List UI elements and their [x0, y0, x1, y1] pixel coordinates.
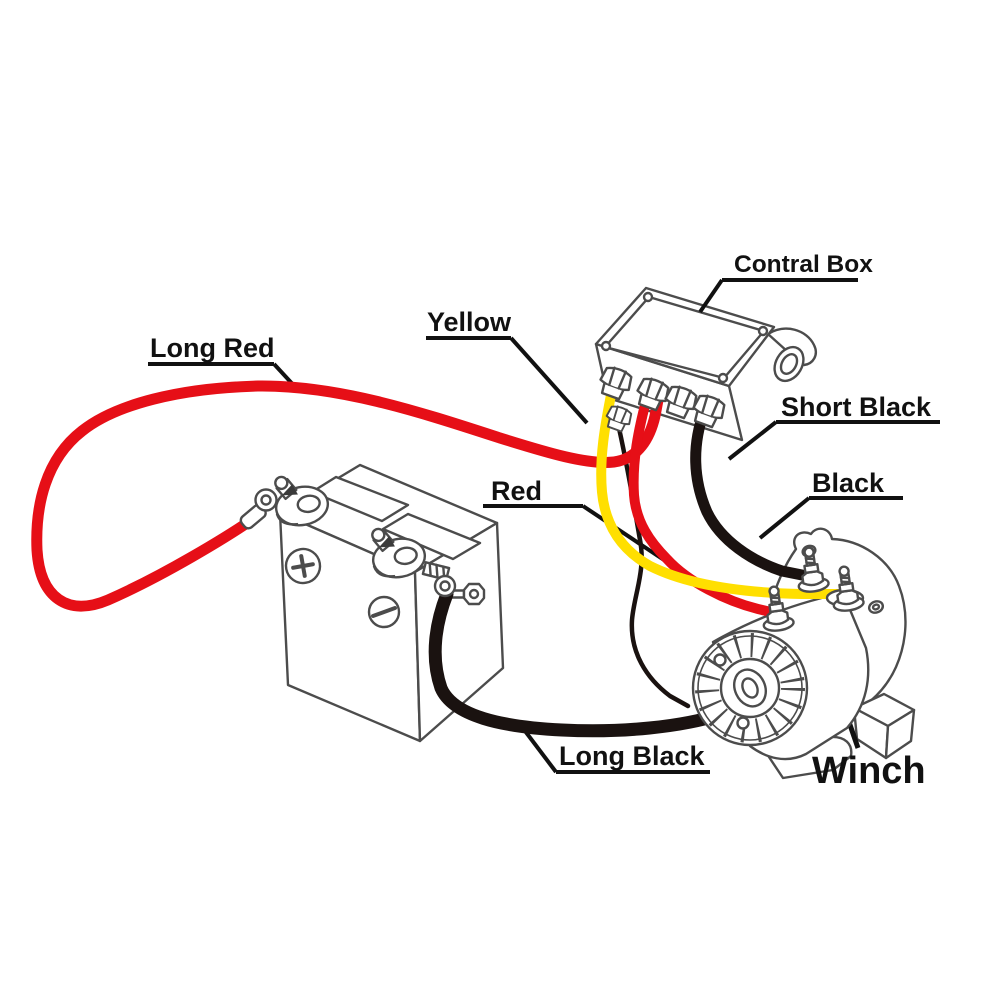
red-wire-ring-terminal [239, 488, 278, 530]
leader-long-black [520, 725, 558, 774]
leader-yellow [509, 336, 589, 425]
hardware [239, 363, 866, 634]
black-wire-ring-terminal [433, 574, 457, 598]
lid-screw [757, 325, 769, 337]
label-black: Black [812, 468, 885, 498]
lid-screw [717, 372, 729, 384]
battery-positive-symbol [284, 547, 322, 585]
bracket-ear-hole [867, 600, 885, 614]
battery-label-plate [310, 475, 410, 523]
label-short-black: Short Black [781, 392, 932, 422]
label-winch: Winch [812, 750, 926, 792]
control-box-lid [594, 286, 776, 388]
motor-face-bolt [736, 716, 750, 730]
lid-screw [600, 340, 612, 352]
remote-socket [773, 345, 805, 383]
wire-long-red [31, 380, 664, 612]
wire-long-black [428, 587, 767, 738]
motor-face-bolt [713, 653, 727, 667]
battery-negative-symbol [367, 595, 401, 629]
leader-short-black [727, 420, 778, 461]
label-long-red: Long Red [150, 333, 274, 363]
label-long-black: Long Black [559, 741, 706, 771]
battery-label-plate [381, 512, 482, 561]
motor-fins [695, 633, 805, 743]
battery [269, 463, 505, 743]
wire-red [628, 389, 780, 618]
wire-yellow [596, 385, 845, 599]
callouts: Long Red Yellow Contral Box Short Black … [148, 251, 940, 792]
winch-motor [691, 591, 870, 761]
leader-black [758, 496, 811, 540]
bracket-foot-side [884, 708, 916, 760]
label-yellow: Yellow [427, 307, 512, 337]
label-contral-box: Contral Box [734, 251, 873, 278]
wire-short-black [690, 406, 818, 583]
label-red: Red [491, 476, 542, 506]
motor-hub [733, 668, 767, 708]
leader-contral-box [698, 278, 724, 314]
lid-screw [642, 291, 654, 303]
hex-bolt [448, 582, 486, 606]
leader-red [581, 504, 666, 562]
